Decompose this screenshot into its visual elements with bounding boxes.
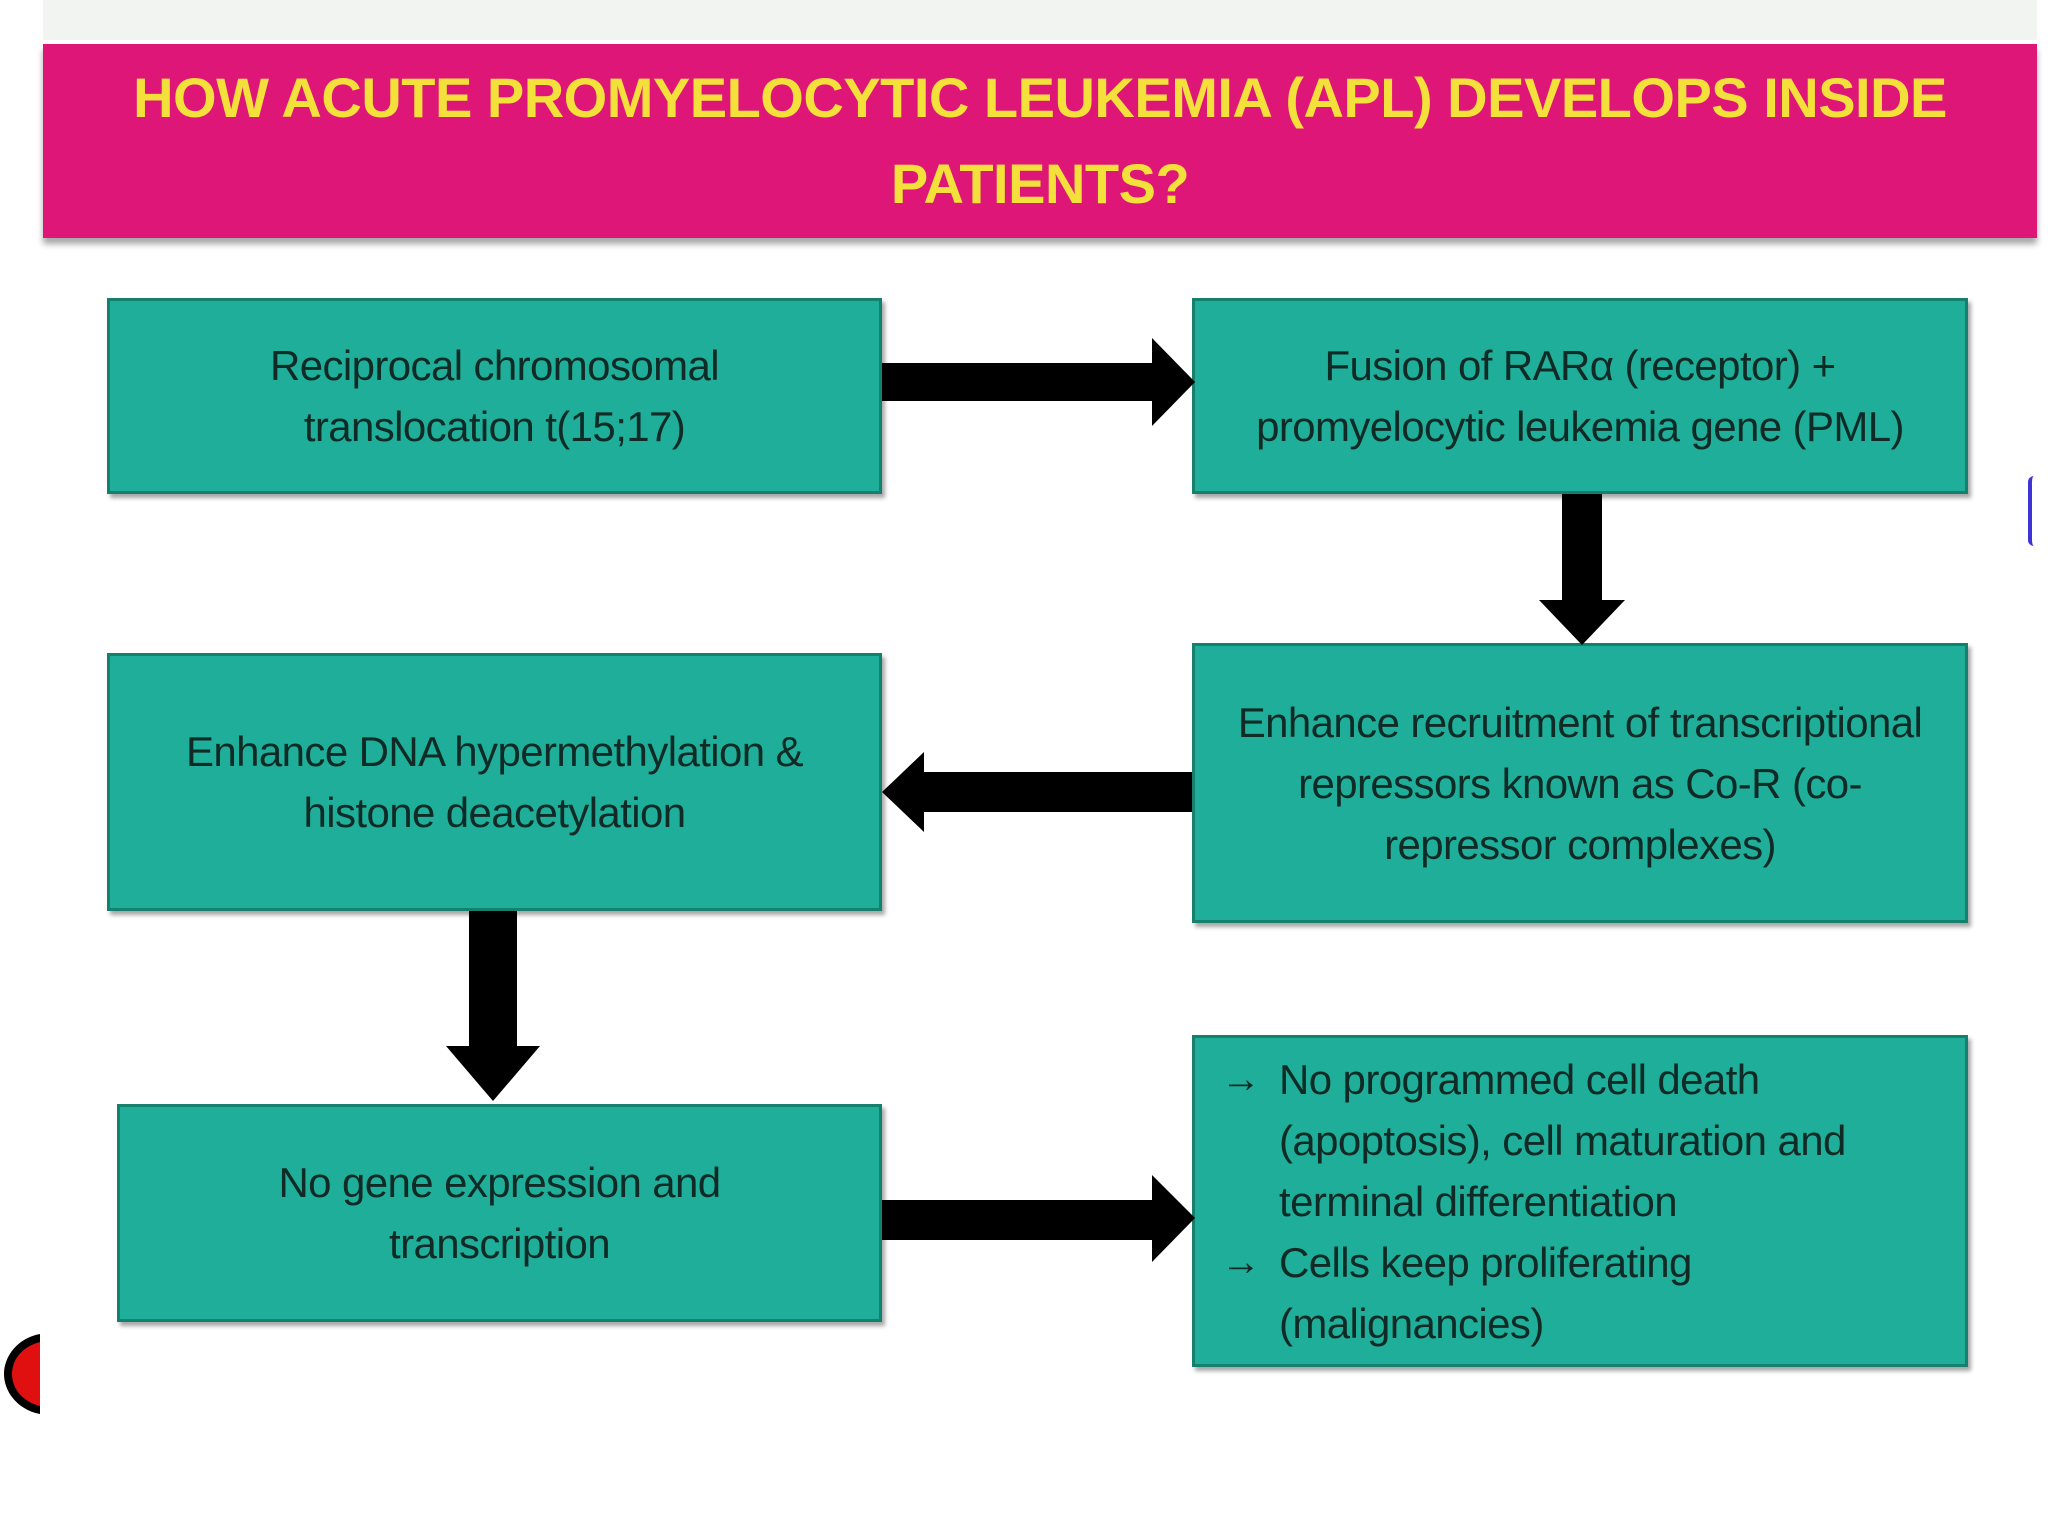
title-banner: HOW ACUTE PROMYELOCYTIC LEUKEMIA (APL) D… <box>43 44 2037 238</box>
step-fusion: Fusion of RARα (receptor) + promyelocyti… <box>1192 298 1968 494</box>
step-methylation: Enhance DNA hypermethylation & histone d… <box>107 653 882 911</box>
outcome-text: No programmed cell death (apoptosis), ce… <box>1279 1055 1846 1225</box>
step-recruitment: Enhance recruitment of transcriptional r… <box>1192 643 1968 923</box>
arrow-icon <box>882 338 1195 426</box>
step-recruitment-text: Enhance recruitment of transcriptional r… <box>1237 698 1923 868</box>
list-item: → Cells keep proliferating (malignancies… <box>1221 1232 1951 1354</box>
step-translocation-text: Reciprocal chromosomal translocation t(1… <box>270 342 720 450</box>
arrow-icon <box>446 911 540 1101</box>
right-arrow-icon: → <box>1221 1239 1261 1284</box>
step-no-expression-text: No gene expression and transcription <box>278 1159 721 1267</box>
right-arrow-icon: → <box>1221 1056 1261 1101</box>
outcomes-list: → No programmed cell death (apoptosis), … <box>1221 1049 1951 1354</box>
step-methylation-text: Enhance DNA hypermethylation & histone d… <box>185 728 804 836</box>
outcome-text: Cells keep proliferating (malignancies) <box>1279 1238 1692 1347</box>
list-item: → No programmed cell death (apoptosis), … <box>1221 1049 1951 1232</box>
step-no-expression: No gene expression and transcription <box>117 1104 882 1322</box>
arrow-icon <box>1539 494 1625 645</box>
arrow-icon <box>882 752 1192 832</box>
step-fusion-text: Fusion of RARα (receptor) + promyelocyti… <box>1256 342 1904 450</box>
red-shape-icon <box>4 1334 40 1414</box>
arrow-icon <box>882 1175 1195 1262</box>
step-translocation: Reciprocal chromosomal translocation t(1… <box>107 298 882 494</box>
blue-edge-mark <box>2028 476 2038 546</box>
step-outcomes: → No programmed cell death (apoptosis), … <box>1192 1035 1968 1367</box>
page-title: HOW ACUTE PROMYELOCYTIC LEUKEMIA (APL) D… <box>133 66 1947 215</box>
top-strip <box>43 0 2037 40</box>
